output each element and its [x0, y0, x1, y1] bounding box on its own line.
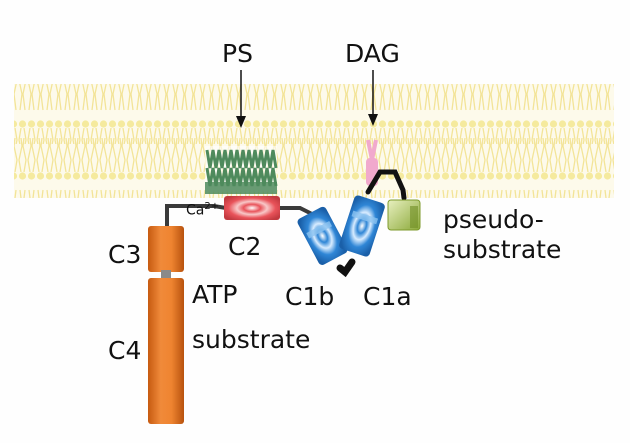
- c1b-domain: [297, 206, 348, 265]
- c1b-label: C1b: [285, 282, 335, 311]
- pseudosubstrate-domain: [387, 199, 421, 231]
- c2-label: C2: [228, 232, 262, 261]
- dag-label: DAG: [345, 39, 400, 68]
- c1a-label: C1a: [363, 282, 412, 311]
- lipid-bilayer: [14, 84, 614, 198]
- c4-label: C4: [108, 336, 142, 365]
- c3-c4-hinge: [161, 270, 171, 280]
- atp-label: ATP: [192, 280, 238, 309]
- ps-label: PS: [222, 39, 253, 68]
- calcium-charge: 2+: [204, 201, 220, 212]
- calcium-base: Ca: [186, 202, 205, 219]
- pseudosubstrate-label-line2: substrate: [443, 235, 562, 264]
- c2-domain: [224, 196, 280, 220]
- c4-domain: [148, 278, 184, 424]
- substrate-label: substrate: [192, 325, 311, 354]
- c1a-domain: [339, 195, 385, 257]
- linker-chain: [165, 169, 407, 278]
- pseudosubstrate-label-line1: pseudo-: [443, 205, 544, 234]
- c3-domain: [148, 226, 184, 272]
- ps-arrow-icon: [236, 70, 246, 128]
- dag-arrow-icon: [368, 70, 378, 126]
- calcium-label: Ca2+: [186, 202, 219, 218]
- ps-lipid-cluster: [205, 146, 278, 194]
- c3-label: C3: [108, 240, 142, 269]
